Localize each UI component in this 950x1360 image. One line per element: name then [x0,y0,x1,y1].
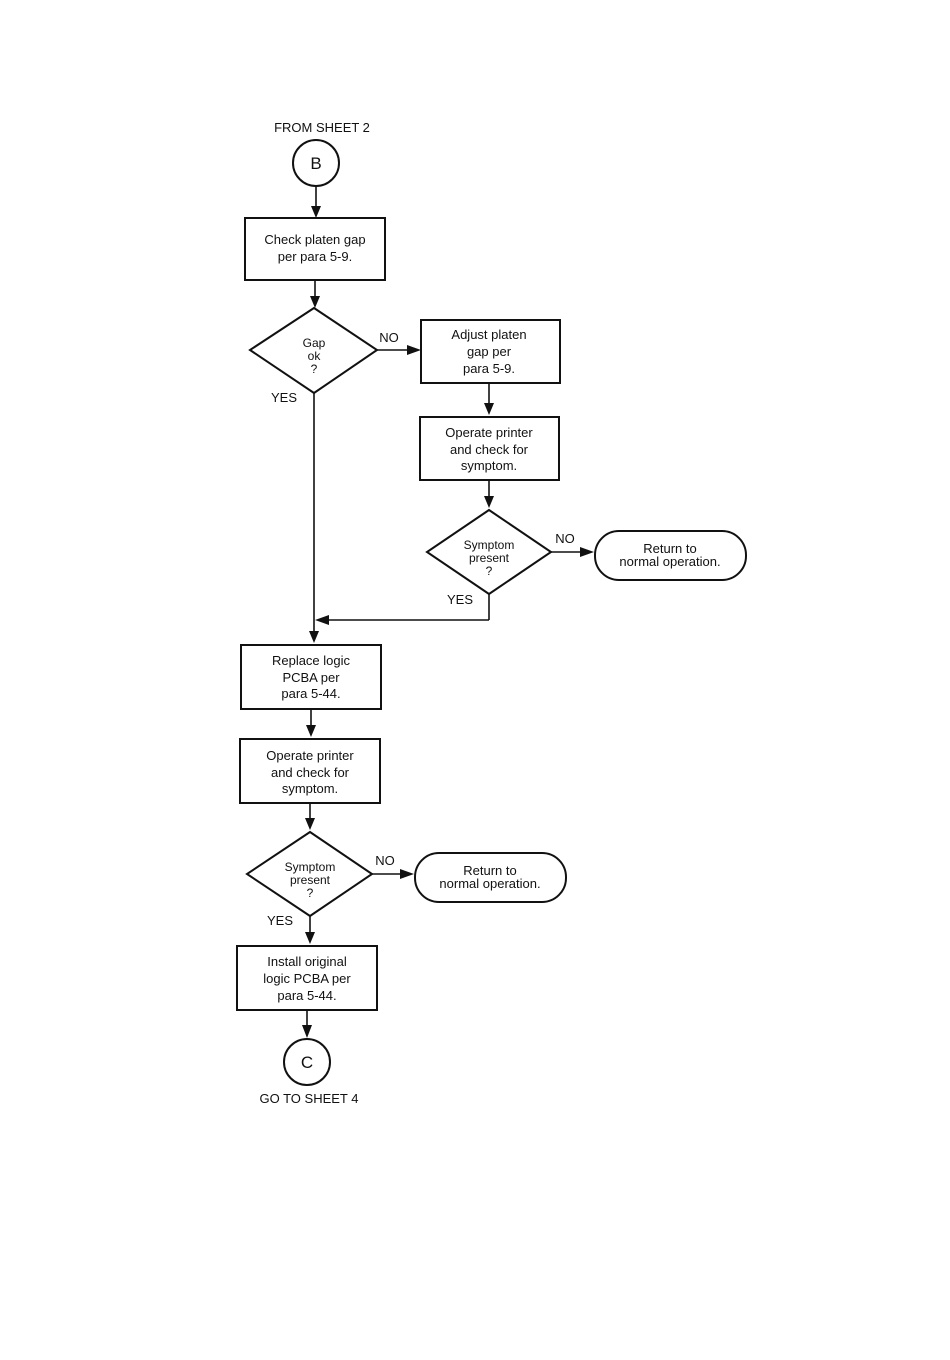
adjust-gap-line-1: Adjust platen [451,327,526,342]
arrowhead-adjust-to-operate1 [484,403,494,415]
operate-1-line-3: symptom. [461,458,517,473]
symptom-1-line-1: Symptom [464,538,515,552]
arrowhead-start-to-check [311,206,321,218]
operate-2-line-2: and check for [271,765,350,780]
operate-1-line-2: and check for [450,442,529,457]
from-sheet-label: FROM SHEET 2 [274,120,370,135]
adjust-platen-gap-box [420,319,561,384]
gap-ok-line-2: ok [308,349,322,363]
go-to-sheet-label: GO TO SHEET 4 [260,1091,359,1106]
operate-printer-1-box [419,416,560,481]
gap-ok-line-1: Gap [303,336,326,350]
return-normal-1-terminator [594,530,747,581]
arrowhead-install-to-end [302,1025,312,1038]
symptom1-no-label: NO [555,531,575,546]
return-1-line-1: Return to [643,541,696,556]
replace-logic-line-2: PCBA per [282,670,340,685]
check-gap-line-2: per para 5-9. [278,249,352,264]
arrowhead-symptom1-merge [315,615,329,625]
replace-logic-pcba-box [240,644,382,710]
arrowhead-operate2-to-symptom2 [305,818,315,830]
adjust-gap-line-2: gap per [467,344,512,359]
install-original-line-2: logic PCBA per [263,971,351,986]
end-connector-letter: C [301,1053,313,1072]
arrowhead-replace-to-operate2 [306,725,316,737]
return-2-line-2: normal operation. [439,876,540,891]
arrowhead-symptom2-no [400,869,414,879]
check-gap-line-1: Check platen gap [264,232,365,247]
gap-yes-label: YES [271,390,297,405]
start-connector-letter: B [310,154,321,173]
symptom2-yes-label: YES [267,913,293,928]
operate-2-line-3: symptom. [282,781,338,796]
end-connector-circle [283,1038,331,1086]
adjust-gap-line-3: para 5-9. [463,361,515,376]
symptom1-yes-label: YES [447,592,473,607]
install-original-line-3: para 5-44. [277,988,336,1003]
symptom-2-line-1: Symptom [285,860,336,874]
replace-logic-line-1: Replace logic [272,653,351,668]
symptom2-no-label: NO [375,853,395,868]
gap-ok-line-3: ? [311,362,318,376]
arrowhead-gapok-yes [309,631,319,643]
return-1-line-2: normal operation. [619,554,720,569]
return-2-line-1: Return to [463,863,516,878]
arrowhead-gapok-no [407,345,421,355]
check-platen-gap-box [244,217,386,281]
operate-2-line-1: Operate printer [266,748,354,763]
replace-logic-line-3: para 5-44. [281,686,340,701]
symptom-2-line-2: present [290,873,331,887]
arrowhead-symptom2-yes [305,932,315,944]
operate-1-line-1: Operate printer [445,425,533,440]
arrowhead-check-to-gapok [310,296,320,308]
arrowhead-operate1-to-symptom1 [484,496,494,508]
symptom-2-line-3: ? [307,886,314,900]
install-original-line-1: Install original [267,954,347,969]
gap-no-label: NO [379,330,399,345]
symptom-1-line-2: present [469,551,510,565]
return-normal-2-terminator [414,852,567,903]
arrowhead-symptom1-no [580,547,594,557]
symptom-1-line-3: ? [486,564,493,578]
operate-printer-2-box [239,738,381,804]
